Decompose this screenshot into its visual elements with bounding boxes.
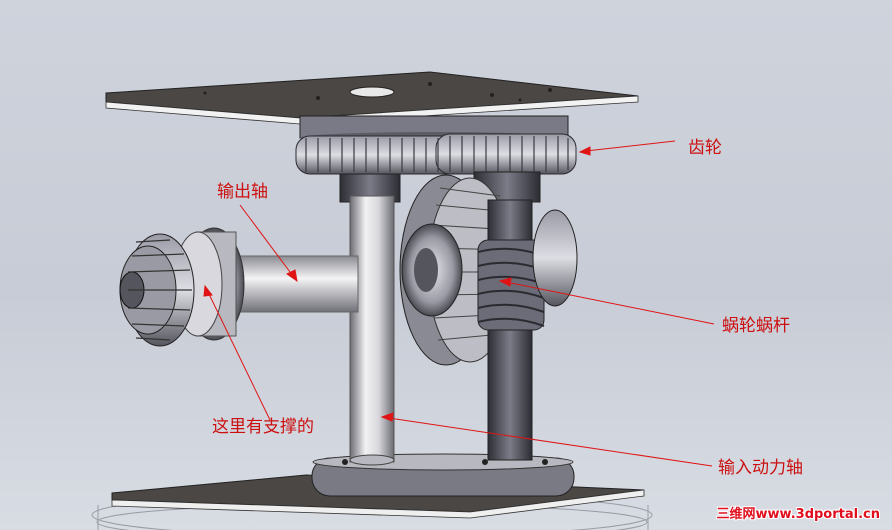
input-shaft [349,195,395,463]
label-input-shaft: 输入动力轴 [718,458,803,478]
label-output-shaft: 输出轴 [217,182,268,202]
top-gears [295,133,577,175]
worm-shaft [477,199,578,461]
label-gear: 齿轮 [688,138,722,158]
label-support-note: 这里有支撑的 [212,417,314,437]
annotation-arrows [203,140,715,467]
label-worm-gear: 蜗轮蜗杆 [722,316,790,336]
output-shaft [119,227,359,347]
watermark: 三维网www.3dportal.cn [716,507,880,522]
